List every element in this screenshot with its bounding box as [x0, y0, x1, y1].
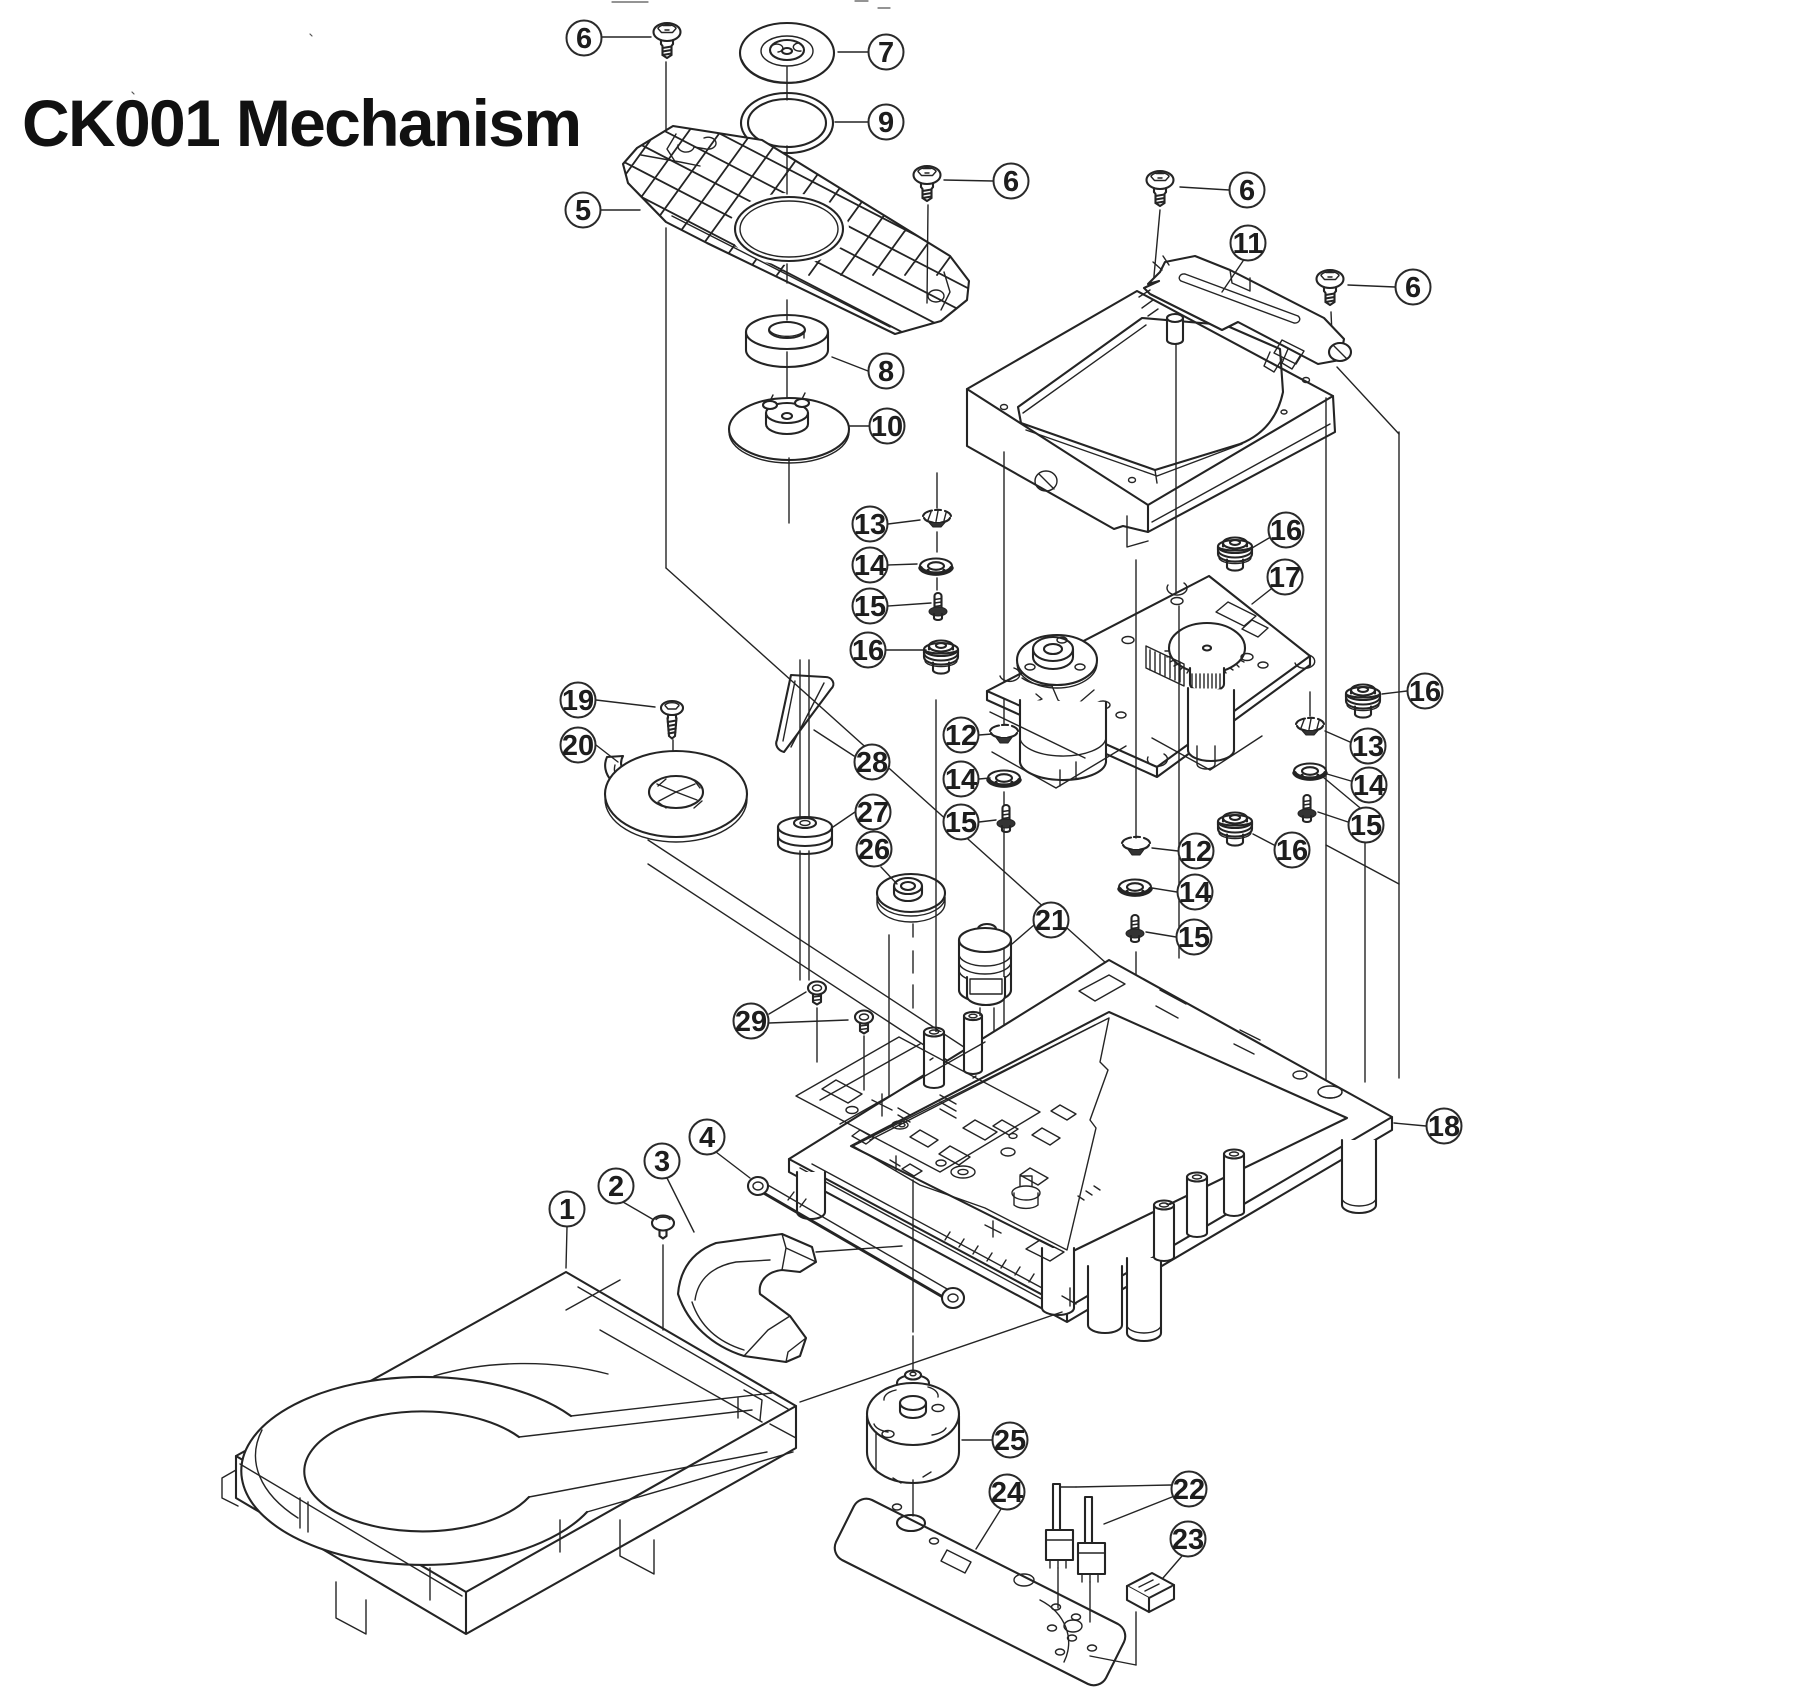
svg-text:10: 10 — [871, 411, 903, 443]
svg-text:26: 26 — [858, 834, 890, 866]
svg-text:16: 16 — [1270, 515, 1302, 547]
svg-text:12: 12 — [1180, 836, 1212, 868]
svg-text:18: 18 — [1428, 1111, 1460, 1143]
svg-text:11: 11 — [1233, 228, 1264, 260]
svg-text:CK001 Mechanism: CK001 Mechanism — [22, 86, 582, 160]
svg-text:6: 6 — [1003, 166, 1019, 198]
svg-text:17: 17 — [1269, 562, 1301, 594]
svg-text:28: 28 — [856, 747, 888, 779]
svg-text:21: 21 — [1035, 905, 1067, 937]
svg-text:16: 16 — [1409, 676, 1441, 708]
svg-text:16: 16 — [852, 635, 884, 667]
svg-text:29: 29 — [735, 1006, 767, 1038]
svg-text:20: 20 — [562, 730, 594, 762]
svg-text:13: 13 — [854, 509, 886, 541]
svg-text:22: 22 — [1173, 1474, 1205, 1506]
svg-text:13: 13 — [1352, 731, 1384, 763]
svg-text:8: 8 — [878, 356, 894, 388]
svg-text:7: 7 — [878, 37, 894, 69]
svg-text:15: 15 — [1350, 810, 1382, 842]
svg-text:6: 6 — [576, 23, 592, 55]
svg-text:15: 15 — [1178, 922, 1210, 954]
svg-text:19: 19 — [562, 685, 594, 717]
svg-text:15: 15 — [854, 591, 886, 623]
svg-text:24: 24 — [991, 1477, 1023, 1509]
svg-text:5: 5 — [575, 195, 591, 227]
svg-text:9: 9 — [878, 107, 894, 139]
svg-text:1: 1 — [559, 1194, 575, 1226]
svg-text:14: 14 — [945, 764, 977, 796]
svg-text:16: 16 — [1276, 835, 1308, 867]
svg-text:27: 27 — [857, 797, 889, 829]
svg-text:6: 6 — [1239, 175, 1255, 207]
svg-text:14: 14 — [854, 550, 886, 582]
svg-text:4: 4 — [699, 1122, 715, 1154]
svg-text:12: 12 — [945, 720, 977, 752]
svg-text:23: 23 — [1172, 1524, 1204, 1556]
svg-text:6: 6 — [1405, 272, 1421, 304]
svg-text:25: 25 — [994, 1425, 1026, 1457]
svg-text:14: 14 — [1179, 877, 1211, 909]
svg-text:3: 3 — [654, 1146, 670, 1178]
svg-text:15: 15 — [945, 807, 977, 839]
svg-text:14: 14 — [1353, 770, 1385, 802]
svg-text:2: 2 — [608, 1171, 624, 1203]
